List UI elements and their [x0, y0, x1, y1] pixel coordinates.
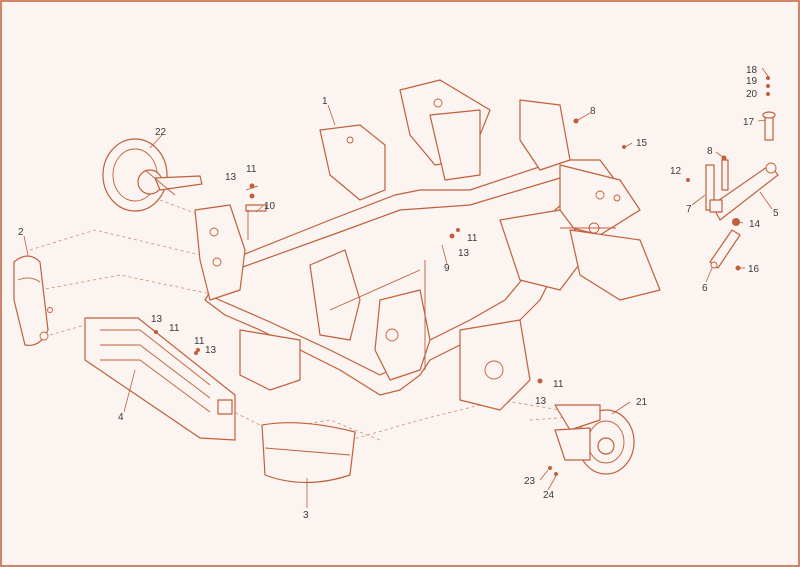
callout-11c: 11 — [169, 323, 180, 334]
part-4-front-grille — [84, 317, 236, 441]
part-17-pin — [762, 111, 776, 141]
callout-20: 20 — [746, 89, 758, 100]
callout-11b: 11 — [467, 233, 478, 244]
callout-13a: 13 — [225, 172, 237, 183]
callout-2: 2 — [18, 227, 24, 238]
callout-11e: 11 — [553, 379, 564, 390]
part-3-lower-cover — [261, 422, 356, 484]
part-2-side-cover — [13, 255, 53, 347]
callout-15: 15 — [636, 138, 648, 149]
leader-lines — [23, 67, 773, 508]
callout-24: 24 — [543, 490, 555, 501]
callout-5: 5 — [773, 208, 779, 219]
part-21-wheel-hub — [554, 404, 635, 475]
callout-23: 23 — [524, 476, 536, 487]
alignment-lines — [29, 199, 601, 441]
callout-11a: 11 — [246, 164, 257, 175]
callout-13d: 13 — [205, 345, 217, 356]
callout-13c: 13 — [151, 314, 163, 325]
callout-9: 9 — [444, 263, 450, 274]
callout-12: 12 — [670, 166, 682, 177]
callout-22: 22 — [155, 127, 167, 138]
fasteners — [154, 76, 770, 476]
callout-13e: 13 — [535, 396, 547, 407]
callout-18: 18 — [746, 65, 758, 76]
callout-17: 17 — [743, 117, 755, 128]
callout-3: 3 — [303, 510, 309, 521]
callout-7: 7 — [686, 204, 692, 215]
callout-13b: 13 — [458, 248, 470, 259]
part-7-pins — [705, 159, 729, 213]
part-22-wheel-hub — [102, 138, 203, 212]
callout-11d: 11 — [194, 336, 205, 347]
part-5-arm — [711, 162, 779, 221]
callout-1: 1 — [322, 96, 328, 107]
callout-14: 14 — [749, 219, 761, 230]
callout-10: 10 — [264, 201, 276, 212]
part-6-link — [709, 229, 741, 269]
callout-8a: 8 — [590, 106, 596, 117]
callout-4: 4 — [118, 412, 124, 423]
callout-21: 21 — [636, 397, 648, 408]
callout-labels: 1 2 3 4 5 6 7 8 8 9 10 11 11 11 11 11 12… — [18, 65, 779, 521]
callout-6: 6 — [702, 283, 708, 294]
callout-19: 19 — [746, 76, 758, 87]
callout-8b: 8 — [707, 146, 713, 157]
part-1-main-frame — [194, 79, 661, 411]
callout-16: 16 — [748, 264, 760, 275]
